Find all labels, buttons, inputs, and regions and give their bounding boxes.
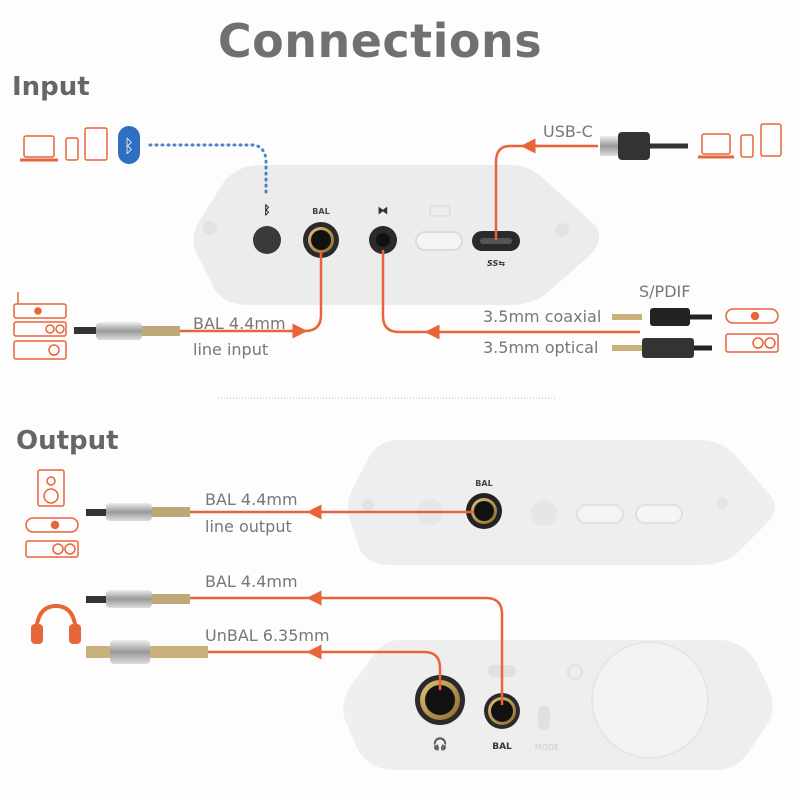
bal-headphone-label: BAL 4.4mm <box>205 572 298 591</box>
output-device-rear-panel <box>347 440 775 565</box>
coaxial-label: 3.5mm coaxial <box>483 307 602 326</box>
svg-text:ᛒ: ᛒ <box>124 136 135 157</box>
usb-c-arrow <box>494 144 598 240</box>
output-device-front-panel <box>343 640 773 770</box>
tablet-icon <box>84 127 108 161</box>
headphone-jack-icon: 🎧 <box>433 737 448 751</box>
spdif-heading: S/PDIF <box>639 282 691 301</box>
amp-stack-icon <box>13 292 67 360</box>
bal-4.4mm-plug <box>86 503 190 521</box>
usb-c-label: USB-C <box>543 122 593 141</box>
svg-text:ᛒ: ᛒ <box>263 203 270 217</box>
bal-4.4mm-headphone-jack: BAL <box>484 693 520 752</box>
bal-4.4mm-plug <box>86 590 190 608</box>
bal-jack-label: BAL <box>312 207 329 216</box>
speaker-icon <box>37 469 65 507</box>
phone-icon <box>740 134 754 158</box>
unbal-6.35mm-plug <box>86 640 208 664</box>
tablet-icon <box>760 123 782 157</box>
unbal-headphone-line <box>208 650 442 690</box>
spdif-jack: ⧓ <box>369 204 397 254</box>
bal-headphone-line <box>190 596 504 705</box>
bal-rear-label: BAL <box>475 479 492 488</box>
bal-input-jack: BAL <box>303 207 339 258</box>
dac-icon <box>725 308 779 353</box>
svg-text:⧓: ⧓ <box>378 204 389 217</box>
bluetooth-button: ᛒ <box>253 203 281 254</box>
input-device-rear-panel <box>193 165 600 305</box>
headphones-icon <box>31 603 81 644</box>
bal-line-output-jack: BAL <box>466 479 502 529</box>
usb-ss-logo: SS⇆ <box>487 259 505 268</box>
bluetooth-icon: ᛒ <box>118 126 140 164</box>
usb-c-power-port <box>415 205 463 251</box>
bal-input-sublabel: line input <box>193 340 269 359</box>
bal-input-label: BAL 4.4mm <box>193 314 286 333</box>
optical-plug <box>612 338 712 358</box>
phone-icon <box>65 137 79 161</box>
input-heading: Input <box>12 72 90 102</box>
line-output-label: BAL 4.4mm <box>205 490 298 509</box>
output-heading: Output <box>16 426 119 456</box>
dac-icon <box>25 517 79 558</box>
coaxial-plug <box>612 308 712 326</box>
unbal-6.35mm-jack: 🎧 <box>415 675 465 751</box>
line-output-sublabel: line output <box>205 517 292 536</box>
unbal-headphone-label: UnBAL 6.35mm <box>205 626 330 645</box>
laptop-icon <box>698 133 734 159</box>
bluetooth-dotted-link <box>148 143 268 194</box>
bal-front-label: BAL <box>492 742 512 752</box>
laptop-icon <box>20 135 58 162</box>
usb-c-cable <box>600 132 688 160</box>
mode-label: MODE <box>535 743 559 752</box>
page-title: Connections <box>217 14 543 68</box>
spdif-line <box>381 250 640 334</box>
usb-c-data-port: SS⇆ <box>472 231 520 268</box>
optical-label: 3.5mm optical <box>483 338 599 357</box>
bal-4.4mm-plug <box>74 322 180 340</box>
